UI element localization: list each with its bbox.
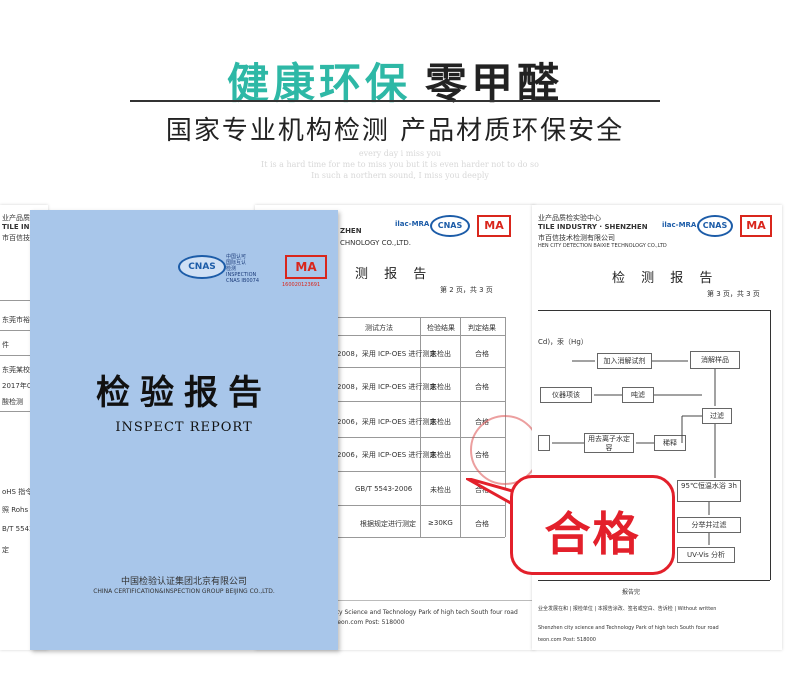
flow-box-filter2: 过滤 — [702, 408, 732, 424]
cover-subtitle: INSPECT REPORT — [115, 420, 253, 435]
ilac-logo: ilac-MRA — [395, 220, 430, 228]
flow-box-instrument: 仪器项该 — [540, 387, 592, 403]
cnas-caption: 中国认可 国际互认 检测 INSPECTION CNAS IB0074 — [226, 254, 260, 284]
flow-box-dilute: 稀释 — [654, 435, 686, 451]
cnas-logo: CNAS — [697, 215, 733, 237]
flow-box-filter1: 吨滤 — [622, 387, 654, 403]
cnas-logo: CNAS — [178, 255, 226, 279]
flow-box-test: 分举并过滤 — [677, 517, 741, 533]
ghost-text: every day i miss you It is a hard time f… — [261, 149, 539, 180]
flow-box-temp: 95℃恒温水浴 3h — [677, 480, 741, 502]
flow-box-sample: 消解样品 — [690, 351, 740, 369]
flow-box-digest: 加入消解试剂 — [597, 353, 652, 369]
ilac-logo: ilac-MRA — [662, 221, 697, 229]
report-cover: CNAS 中国认可 国际互认 检测 INSPECTION CNAS IB0074… — [30, 210, 338, 650]
ma-logo: MA — [477, 215, 511, 237]
cnas-logo: CNAS — [430, 215, 470, 237]
cover-title: 检验报告 — [96, 373, 272, 413]
subheadline: 国家专业机构检测 产品材质环保安全 — [165, 116, 625, 146]
ma-number: 160020123691 — [282, 282, 321, 288]
cover-organization: 中国检验认证集团北京有限公司 — [120, 577, 247, 587]
callout-pointer — [466, 478, 516, 506]
pass-callout: 合格 — [510, 475, 675, 575]
page-number: 第 3 页，共 3 页 — [707, 290, 760, 298]
page-number: 第 2 页，共 3 页 — [440, 286, 493, 294]
flow-box-partial — [538, 435, 550, 451]
right-report-page: 业产品质检实验中心 TILE INDUSTRY · SHENZHEN 市百信技术… — [532, 205, 782, 650]
report-title: 检 测 报 告 — [612, 271, 719, 286]
flow-box-wash: 用去离子水定容 — [584, 433, 634, 453]
headline: 健康环保零甲醛 — [0, 50, 790, 111]
headline-dark: 零甲醛 — [425, 59, 564, 108]
headline-green: 健康环保 — [226, 59, 411, 108]
ma-logo: MA — [740, 215, 772, 237]
cover-organization-en: CHINA CERTIFICATION&INSPECTION GROUP BEI… — [93, 588, 275, 595]
ma-logo: MA — [285, 255, 327, 279]
flow-arrows — [552, 360, 716, 545]
flow-box-uv: UV-Vis 分析 — [677, 547, 735, 563]
report-title: 测 报 告 — [355, 267, 433, 282]
header-divider — [130, 100, 660, 102]
pass-callout-text: 合格 — [544, 507, 641, 561]
